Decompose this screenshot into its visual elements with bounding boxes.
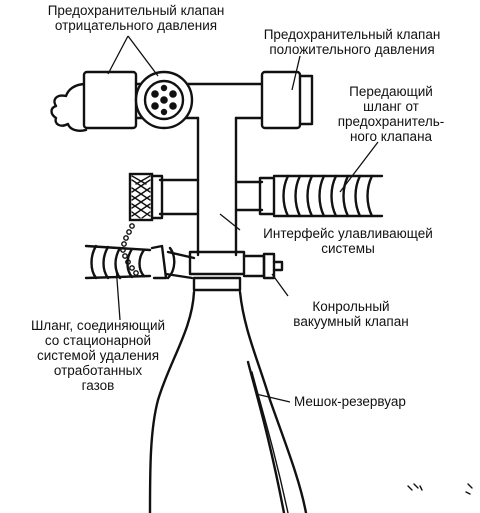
label-line: вакуумный клапан: [293, 314, 409, 329]
label-line: положительного давления: [269, 42, 435, 57]
label-line: Предохранительный клапан: [47, 3, 225, 18]
label-reservoir-bag: Мешок-резервуар: [294, 394, 406, 409]
label-line: предохранитель-: [337, 114, 445, 129]
label-line: со стационарной: [44, 333, 152, 348]
label-line: отработанных: [53, 363, 143, 378]
label-line: газов: [81, 378, 115, 393]
label-vacuum-control-valve: Конрольный вакуумный клапан: [276, 299, 426, 329]
reservoir-bag: [148, 290, 308, 513]
knurl-pattern: [131, 175, 151, 219]
label-positive-relief-valve: Предохранительный клапан положительного …: [232, 27, 472, 57]
transfer-hose-corrugation: [282, 174, 374, 218]
label-line: Конрольный: [312, 299, 390, 314]
label-line: Предохранительный клапан: [263, 27, 441, 42]
vacuum-control-valve: [242, 252, 284, 280]
positive-relief-valve-block: [260, 70, 302, 130]
label-line: системы: [321, 241, 375, 256]
label-line: Передающий: [349, 84, 433, 99]
label-transfer-hose: Передающий шланг от предохранитель- ного…: [316, 84, 466, 144]
leader-lines: [107, 35, 379, 403]
top-tube-assembly: [50, 70, 314, 132]
label-line: шланг от: [363, 99, 419, 114]
speckle-marks: [407, 483, 473, 495]
label-line: Шланг, соединяющий: [30, 318, 166, 333]
lower-left-hose: [84, 244, 196, 280]
label-line: ного клапана: [349, 129, 433, 144]
label-connecting-hose: Шланг, соединяющий со стационарной систе…: [8, 318, 188, 393]
label-line: Интерфейс улавливающей: [263, 226, 433, 241]
label-line: системой удаления: [36, 348, 160, 363]
interface-body: [188, 116, 246, 292]
label-line: отрицательного давления: [54, 18, 218, 33]
negative-relief-valve-block: [82, 70, 138, 130]
left-capped-port: [120, 172, 200, 276]
right-hose-port: [234, 174, 384, 218]
lower-left-hose-corrugation: [90, 244, 146, 280]
knurled-cap: [128, 172, 154, 222]
label-negative-relief-valve: Предохранительный клапан отрицательного …: [16, 3, 256, 33]
negative-relief-port: [134, 70, 194, 130]
label-interface: Интерфейс улавливающей системы: [238, 226, 458, 256]
